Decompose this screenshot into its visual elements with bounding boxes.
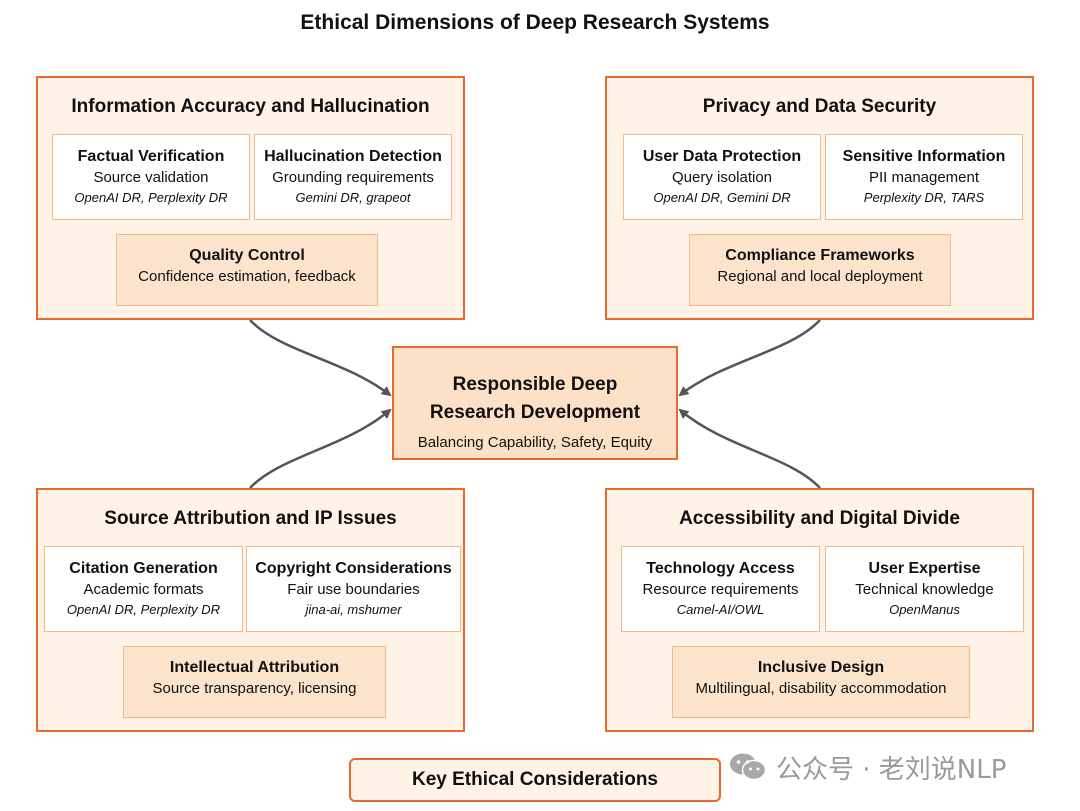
subbox-description: Confidence estimation, feedback bbox=[138, 268, 356, 285]
watermark: 公众号 · 老刘说NLP bbox=[728, 750, 1007, 785]
card-description: Academic formats bbox=[83, 581, 204, 598]
card-examples: OpenAI DR, Perplexity DR bbox=[74, 190, 228, 205]
card-description: Query isolation bbox=[671, 169, 773, 186]
subbox-heading: Inclusive Design bbox=[757, 659, 885, 676]
card-user-expertise: User Expertise Technical knowledge OpenM… bbox=[825, 546, 1024, 632]
center-title-line2: Research Development bbox=[429, 402, 641, 423]
card-examples: jina-ai, mshumer bbox=[305, 602, 402, 617]
arrow-accessibility-to-center bbox=[678, 408, 821, 489]
card-heading: Citation Generation bbox=[69, 560, 218, 577]
arrow-attribution-to-center bbox=[249, 408, 392, 489]
subbox-description: Source transparency, licensing bbox=[152, 680, 357, 697]
subbox-quality-control: Quality Control Confidence estimation, f… bbox=[116, 234, 378, 306]
subbox-description: Regional and local deployment bbox=[717, 268, 923, 285]
subbox-compliance-frameworks: Compliance Frameworks Regional and local… bbox=[689, 234, 951, 306]
panel-accessibility: Accessibility and Digital Divide Technol… bbox=[605, 488, 1034, 732]
legend-box: Key Ethical Considerations bbox=[349, 758, 721, 802]
card-description: Fair use boundaries bbox=[287, 581, 420, 598]
center-subtitle: Balancing Capability, Safety, Equity bbox=[417, 434, 653, 451]
panel-title: Source Attribution and IP Issues bbox=[104, 508, 397, 529]
wechat-icon bbox=[730, 753, 767, 781]
subbox-heading: Compliance Frameworks bbox=[725, 247, 915, 264]
card-description: Technical knowledge bbox=[855, 581, 994, 598]
arrow-privacy-to-center bbox=[678, 319, 821, 397]
card-heading: Technology Access bbox=[646, 560, 795, 577]
panel-title: Privacy and Data Security bbox=[702, 96, 937, 117]
subbox-inclusive-design: Inclusive Design Multilingual, disabilit… bbox=[672, 646, 970, 718]
card-sensitive-information: Sensitive Information PII management Per… bbox=[825, 134, 1023, 220]
card-heading: User Data Protection bbox=[642, 148, 802, 165]
subbox-heading: Quality Control bbox=[189, 247, 305, 264]
card-technology-access: Technology Access Resource requirements … bbox=[621, 546, 820, 632]
panel-information-accuracy: Information Accuracy and Hallucination F… bbox=[36, 76, 465, 320]
card-heading: Copyright Considerations bbox=[255, 560, 452, 577]
card-citation-generation: Citation Generation Academic formats Ope… bbox=[44, 546, 243, 632]
watermark-text: 公众号 · 老刘说NLP bbox=[776, 754, 1007, 785]
card-description: PII management bbox=[868, 169, 980, 186]
card-examples: OpenManus bbox=[889, 602, 960, 617]
card-description: Grounding requirements bbox=[272, 169, 434, 186]
card-copyright-considerations: Copyright Considerations Fair use bounda… bbox=[246, 546, 461, 632]
card-user-data-protection: User Data Protection Query isolation Ope… bbox=[623, 134, 821, 220]
card-heading: Hallucination Detection bbox=[264, 148, 442, 165]
center-title-line1: Responsible Deep bbox=[452, 374, 618, 395]
card-hallucination-detection: Hallucination Detection Grounding requir… bbox=[254, 134, 452, 220]
subbox-description: Multilingual, disability accommodation bbox=[695, 680, 947, 697]
diagram-title: Ethical Dimensions of Deep Research Syst… bbox=[300, 11, 770, 34]
center-node: Responsible Deep Research Development Ba… bbox=[392, 346, 678, 460]
panel-title: Accessibility and Digital Divide bbox=[679, 508, 960, 529]
card-factual-verification: Factual Verification Source validation O… bbox=[52, 134, 250, 220]
panel-privacy-security: Privacy and Data Security User Data Prot… bbox=[605, 76, 1034, 320]
card-examples: Gemini DR, grapeot bbox=[295, 190, 411, 205]
card-examples: OpenAI DR, Perplexity DR bbox=[66, 602, 221, 617]
panel-title: Information Accuracy and Hallucination bbox=[71, 96, 430, 117]
card-examples: Perplexity DR, TARS bbox=[863, 190, 985, 205]
card-examples: OpenAI DR, Gemini DR bbox=[653, 190, 791, 205]
card-heading: User Expertise bbox=[868, 560, 981, 577]
panel-source-attribution: Source Attribution and IP Issues Citatio… bbox=[36, 488, 465, 732]
card-heading: Factual Verification bbox=[77, 148, 225, 165]
center-title: Responsible Deep Research Development bbox=[394, 371, 676, 427]
subbox-intellectual-attribution: Intellectual Attribution Source transpar… bbox=[123, 646, 386, 718]
card-examples: Camel-AI/OWL bbox=[676, 602, 765, 617]
arrow-accuracy-to-center bbox=[249, 319, 392, 397]
card-description: Resource requirements bbox=[642, 581, 799, 598]
card-heading: Sensitive Information bbox=[842, 148, 1006, 165]
card-description: Source validation bbox=[93, 169, 209, 186]
subbox-heading: Intellectual Attribution bbox=[169, 659, 340, 676]
